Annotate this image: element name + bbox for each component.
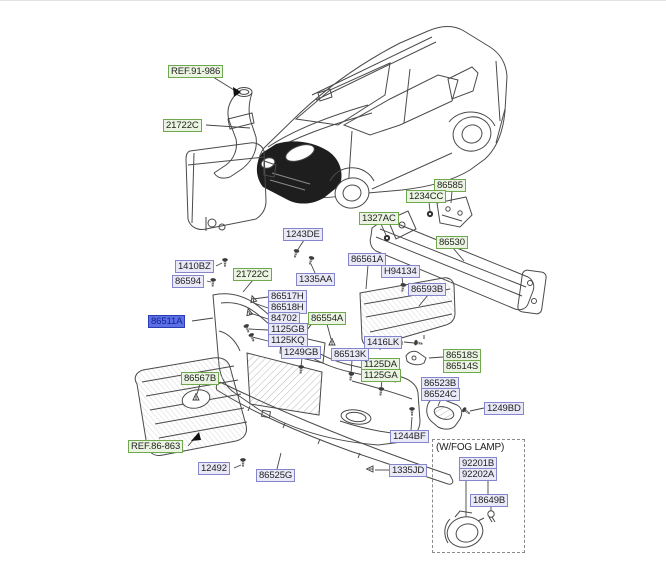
part-label-86585[interactable]: 86585 xyxy=(434,179,466,192)
fog-lamp-section-caption: (W/FOG LAMP) xyxy=(436,442,505,453)
part-label-1234cc[interactable]: 1234CC xyxy=(406,190,447,203)
part-label-18649b[interactable]: 18649B xyxy=(470,494,509,507)
part-label-86561a[interactable]: 86561A xyxy=(348,253,387,266)
part-label-ref-91-986[interactable]: REF.91-986 xyxy=(168,65,224,78)
fog-lamp-illustration xyxy=(444,510,496,548)
part-label-ref-86-863[interactable]: REF.86-863 xyxy=(128,440,184,453)
part-label-1410bz[interactable]: 1410BZ xyxy=(175,260,214,273)
part-label-21722c[interactable]: 21722C xyxy=(233,268,272,281)
part-label-12492[interactable]: 12492 xyxy=(198,462,230,475)
part-label-21722c[interactable]: 21722C xyxy=(163,119,202,132)
part-label-86514s[interactable]: 86514S xyxy=(443,360,482,373)
part-label-86530[interactable]: 86530 xyxy=(436,236,468,249)
part-label-86518h[interactable]: 86518H xyxy=(268,301,307,314)
part-label-92202a[interactable]: 92202A xyxy=(459,468,498,481)
part-label-1416lk[interactable]: 1416LK xyxy=(364,336,403,349)
part-label-86524c[interactable]: 86524C xyxy=(421,388,460,401)
part-label-86513k[interactable]: 86513K xyxy=(331,348,370,361)
part-label-1327ac[interactable]: 1327AC xyxy=(359,212,399,225)
part-label-1249gb[interactable]: 1249GB xyxy=(281,346,322,359)
part-label-86511a[interactable]: 86511A xyxy=(148,315,186,328)
washer-reservoir-illustration xyxy=(185,87,277,231)
part-label-1125da[interactable]: 1125DA xyxy=(361,358,401,371)
bumper-beam-illustration xyxy=(369,196,547,315)
part-label-86525g[interactable]: 86525G xyxy=(256,469,296,482)
fog-lamp-section-box xyxy=(432,439,525,553)
part-label-1243de[interactable]: 1243DE xyxy=(283,228,323,241)
side-bracket-illustration xyxy=(405,350,427,366)
part-label-h94134[interactable]: H94134 xyxy=(381,265,420,278)
part-label-86593b[interactable]: 86593B xyxy=(408,283,447,296)
part-label-86554a[interactable]: 86554A xyxy=(308,312,347,325)
part-label-86567b[interactable]: 86567B xyxy=(181,372,220,385)
vehicle-illustration xyxy=(256,26,508,209)
part-label-1244bf[interactable]: 1244BF xyxy=(390,430,429,443)
part-label-86594[interactable]: 86594 xyxy=(172,275,204,288)
part-label-1125ga[interactable]: 1125GA xyxy=(361,369,401,382)
part-label-1335aa[interactable]: 1335AA xyxy=(296,273,336,286)
part-label-1249bd[interactable]: 1249BD xyxy=(484,402,524,415)
part-label-1335jd[interactable]: 1335JD xyxy=(389,464,428,477)
